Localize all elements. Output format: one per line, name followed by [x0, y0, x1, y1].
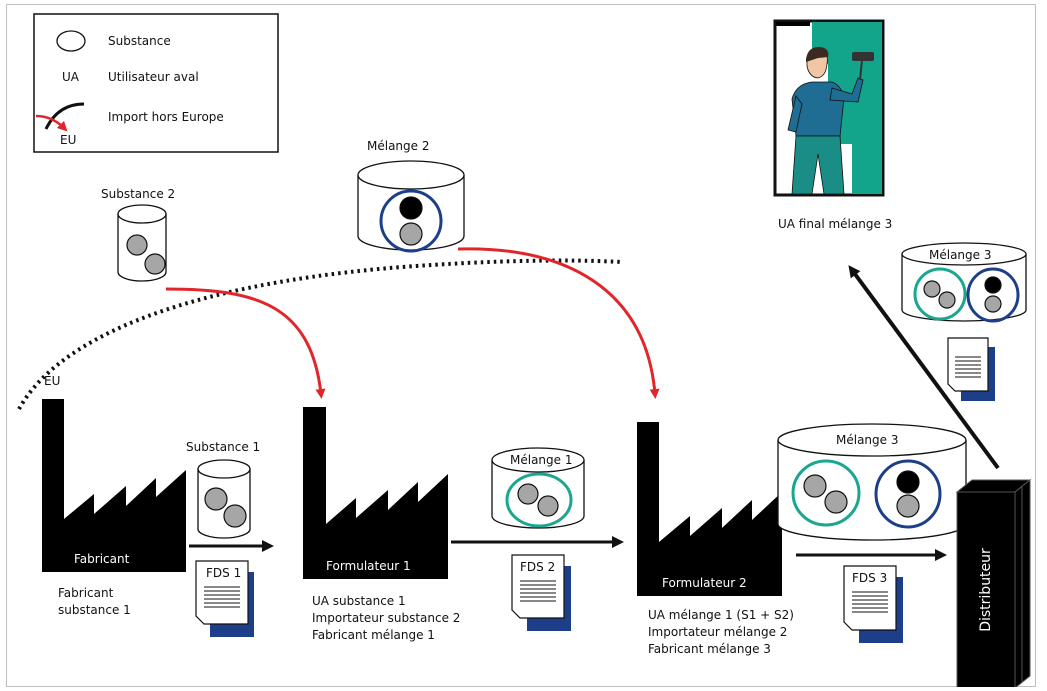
- substance1-label: Substance 1: [186, 440, 260, 454]
- legend-ua-label: Utilisateur aval: [108, 70, 199, 84]
- melange1-label: Mélange 1: [510, 453, 572, 467]
- document-fds-final: [947, 337, 995, 401]
- fabricant-name: Fabricant: [74, 552, 130, 566]
- import-arrow-melange2: [457, 247, 660, 399]
- import-arc-icon: [44, 102, 85, 130]
- diagram-frame: Substance UA Utilisateur aval Import hor…: [6, 4, 1036, 690]
- container-melange1: Mélange 1: [491, 447, 585, 529]
- navy-ring: [379, 189, 443, 253]
- flow-arrow-to-final-user: [848, 265, 1000, 470]
- teal-ring: [505, 472, 573, 528]
- reach-supply-chain-diagram: Substance UA Utilisateur aval Import hor…: [6, 4, 1036, 690]
- substance2-label: Substance 2: [101, 187, 175, 201]
- formulateur1-name: Formulateur 1: [326, 559, 411, 573]
- fds2-label: FDS 2: [520, 560, 555, 574]
- substance-ball: [144, 253, 166, 275]
- substance-icon: [56, 30, 86, 52]
- factory-formulateur2: Formulateur 2 UA mélange 1 (S1 + S2) Imp…: [637, 422, 794, 656]
- navy-ring: [966, 267, 1020, 323]
- document-fds3: FDS 3: [843, 565, 903, 643]
- substance-ball: [126, 234, 148, 256]
- painted-wall: [812, 22, 882, 194]
- container-melange2: Mélange 2: [357, 139, 465, 253]
- document-fds1: FDS 1: [195, 560, 254, 637]
- legend-substance-label: Substance: [108, 34, 171, 48]
- factory-icon: [637, 422, 782, 596]
- distributeur-box: Distributeur: [955, 478, 1032, 690]
- legend: Substance UA Utilisateur aval Import hor…: [33, 13, 279, 153]
- import-arrow-substance2: [165, 287, 326, 399]
- final-user-label: UA final mélange 3: [778, 217, 892, 231]
- factory-icon: [42, 399, 186, 572]
- melange2-label: Mélange 2: [367, 139, 429, 153]
- container-substance2: Substance 2: [101, 187, 175, 282]
- eu-region-label: EU: [44, 374, 60, 388]
- factory-icon: [303, 407, 448, 579]
- container-substance1: Substance 1: [186, 440, 260, 539]
- fds3-label: FDS 3: [852, 571, 887, 585]
- melange3-large-label: Mélange 3: [836, 433, 898, 447]
- formulateur2-role-3: Fabricant mélange 3: [648, 642, 771, 656]
- legend-ua-symbol: UA: [62, 70, 80, 84]
- formulateur2-role-2: Importateur mélange 2: [648, 625, 787, 639]
- formulateur2-name: Formulateur 2: [662, 576, 747, 590]
- container-melange3-large: Mélange 3: [777, 423, 967, 541]
- navy-ring: [874, 459, 942, 529]
- painter-illustration: [773, 19, 885, 197]
- distributeur-label: Distributeur: [978, 548, 994, 632]
- import-arrow-icon: [35, 114, 68, 132]
- eu-border-line: [17, 258, 622, 410]
- document-fds2: FDS 2: [511, 554, 571, 631]
- teal-ring: [791, 459, 861, 527]
- teal-ring: [913, 267, 967, 321]
- container-melange3-small: Mélange 3: [901, 242, 1027, 323]
- formulateur1-role-1: UA substance 1: [312, 594, 406, 608]
- fabricant-role-1: Fabricant: [58, 586, 114, 600]
- melange3-small-label: Mélange 3: [929, 248, 991, 262]
- factory-fabricant: Fabricant Fabricant substance 1: [42, 399, 186, 617]
- formulateur1-role-2: Importateur substance 2: [312, 611, 460, 625]
- legend-import-label: Import hors Europe: [108, 110, 224, 124]
- formulateur2-role-1: UA mélange 1 (S1 + S2): [648, 608, 794, 622]
- factory-formulateur1: Formulateur 1 UA substance 1 Importateur…: [303, 407, 460, 642]
- paint-roller-icon: [852, 52, 874, 61]
- fabricant-role-2: substance 1: [58, 603, 131, 617]
- legend-eu-symbol: EU: [60, 133, 76, 147]
- fds1-label: FDS 1: [206, 566, 241, 580]
- formulateur1-role-3: Fabricant mélange 1: [312, 628, 435, 642]
